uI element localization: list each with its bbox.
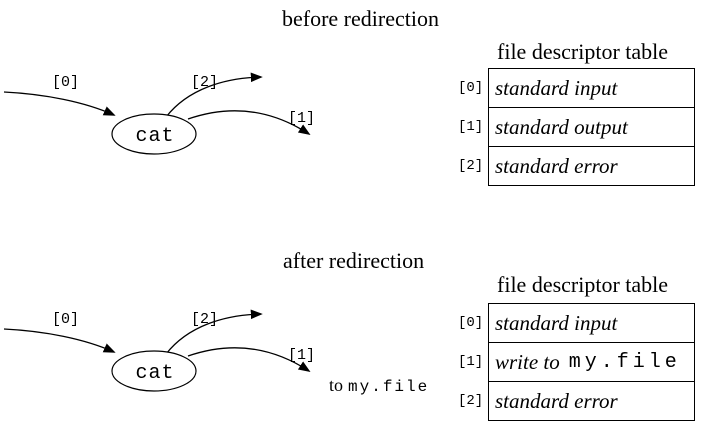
stdout-arrow xyxy=(187,347,311,372)
stderr-arrow xyxy=(165,309,263,355)
cell-text: write to xyxy=(495,349,560,374)
row-cell: standard error xyxy=(488,146,695,186)
row-cell: standard input xyxy=(488,303,695,343)
fd-table-after: [0] standard input [1] write to my.file … xyxy=(455,303,695,421)
table-row: [2] standard error xyxy=(455,146,695,186)
row-cell: standard input xyxy=(488,68,695,108)
fdt-title-after: file descriptor table xyxy=(497,272,669,297)
section-title-before: before redirection xyxy=(282,6,439,31)
process-label: cat xyxy=(135,125,174,148)
fd2-arrow-label: [2] xyxy=(191,74,218,91)
cell-mono-text: my.file xyxy=(568,350,681,374)
stdin-arrow xyxy=(3,328,116,353)
row-index: [2] xyxy=(458,393,484,409)
fd0-arrow-label: [0] xyxy=(52,311,79,328)
cell-text: standard output xyxy=(495,114,628,139)
section-title-after: after redirection xyxy=(283,248,425,273)
row-cell: standard error xyxy=(488,381,695,421)
fd1-arrow-label: [1] xyxy=(288,110,315,127)
table-row: [1] standard output xyxy=(455,107,695,147)
process-diagram-after: cat [0] [2] [1] xyxy=(3,309,315,392)
stdout-arrow xyxy=(187,110,311,135)
table-row: [2] standard error xyxy=(455,381,695,421)
fd2-arrow-label: [2] xyxy=(191,311,218,328)
redirect-target-filename: my.file xyxy=(348,378,430,396)
process-diagram-before: cat [0] [2] [1] xyxy=(3,72,315,155)
row-index: [0] xyxy=(458,315,484,331)
cell-text: standard input xyxy=(495,75,618,100)
fd0-arrow-label: [0] xyxy=(52,74,79,91)
row-index: [2] xyxy=(458,158,484,174)
stdin-arrow xyxy=(3,91,116,116)
process-label: cat xyxy=(135,362,174,385)
process-ellipse xyxy=(111,350,197,392)
row-cell: standard output xyxy=(488,107,695,147)
row-index: [1] xyxy=(458,354,484,370)
row-index: [1] xyxy=(458,119,484,135)
cell-text: standard input xyxy=(495,310,618,335)
table-row: [0] standard input xyxy=(455,303,695,343)
process-ellipse xyxy=(111,113,197,155)
fd1-arrow-label: [1] xyxy=(288,347,315,364)
cell-text: standard error xyxy=(495,153,618,178)
table-row: [0] standard input xyxy=(455,68,695,108)
fdt-title-before: file descriptor table xyxy=(497,39,669,64)
table-row: [1] write to my.file xyxy=(455,342,695,382)
row-cell: write to my.file xyxy=(488,342,695,382)
cell-text: standard error xyxy=(495,388,618,413)
row-index: [0] xyxy=(458,80,484,96)
redirect-target-to: to xyxy=(329,375,344,395)
stderr-arrow xyxy=(165,72,263,118)
fd-table-before: [0] standard input [1] standard output [… xyxy=(455,68,695,186)
